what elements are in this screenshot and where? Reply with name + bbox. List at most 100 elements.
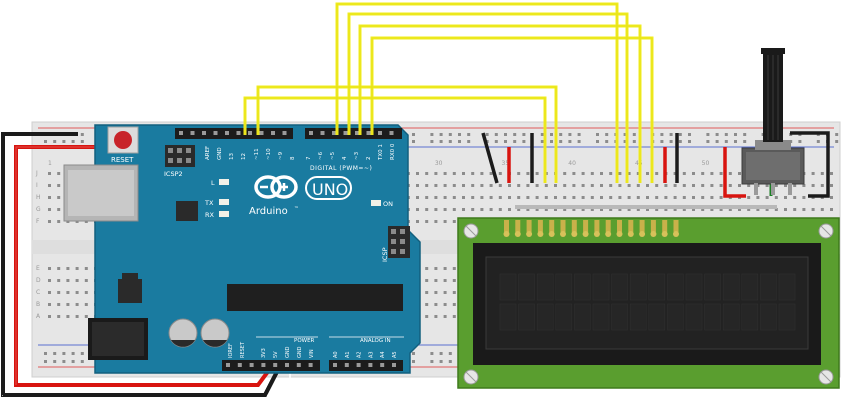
breadboard-hole	[71, 352, 75, 355]
row-letter: J	[35, 170, 38, 177]
breadboard-hole	[835, 133, 839, 136]
breadboard-hole	[57, 315, 61, 318]
breadboard-hole	[544, 208, 548, 211]
breadboard-hole	[452, 315, 456, 318]
header-pin	[366, 131, 371, 135]
breadboard-hole	[678, 140, 682, 143]
lcd-pin	[605, 220, 611, 232]
header-pin	[259, 131, 264, 135]
row-letter: B	[36, 301, 40, 308]
breadboard-hole	[719, 196, 723, 199]
breadboard-hole	[452, 172, 456, 175]
breadboard-hole	[581, 172, 585, 175]
breadboard-hole	[682, 196, 686, 199]
breadboard-hole	[62, 352, 66, 355]
breadboard-hole	[554, 208, 557, 211]
led-l	[219, 179, 229, 185]
digital-pin-label: ~10	[266, 148, 272, 160]
bottom-header-pins	[226, 363, 396, 367]
breadboard-hole	[526, 208, 530, 211]
lcd-pin	[504, 220, 509, 232]
lcd-character-cell	[518, 303, 535, 331]
breadboard-hole	[44, 352, 47, 355]
breadboard-hole	[498, 196, 502, 199]
breadboard-hole	[71, 140, 75, 143]
breadboard-hole	[430, 352, 434, 355]
breadboard-hole	[57, 303, 61, 306]
breadboard-hole	[84, 315, 88, 318]
l-label: L	[211, 179, 215, 187]
breadboard-hole	[430, 133, 434, 136]
breadboard-hole	[623, 140, 627, 143]
breadboard-hole	[664, 196, 668, 199]
breadboard-hole	[627, 208, 631, 211]
digital-pin-label: TX0 1	[378, 144, 384, 161]
breadboard-hole	[452, 196, 456, 199]
breadboard-hole	[655, 172, 659, 175]
breadboard-hole	[793, 196, 797, 199]
led-tx	[219, 199, 229, 205]
breadboard-hole	[80, 360, 84, 363]
breadboard-hole	[48, 220, 51, 223]
header-pin	[332, 131, 336, 135]
breadboard-hole	[80, 352, 84, 355]
lcd-character-cell	[722, 273, 740, 301]
breadboard-hole	[669, 140, 673, 143]
breadboard-hole	[425, 279, 429, 282]
breadboard-hole	[498, 208, 502, 211]
breadboard-hole	[425, 220, 429, 223]
breadboard-hole	[452, 220, 456, 223]
header-pin	[225, 131, 229, 135]
led-on	[371, 200, 381, 206]
breadboard-hole	[48, 196, 51, 199]
breadboard-hole	[448, 352, 452, 355]
header-pin	[213, 131, 218, 135]
breadboard-hole	[724, 133, 728, 136]
breadboard-hole	[701, 196, 705, 199]
row-letter: C	[36, 289, 40, 296]
breadboard-hole	[632, 140, 636, 143]
breadboard-hole	[540, 140, 544, 143]
lcd-pin	[617, 220, 622, 232]
breadboard-hole	[462, 184, 465, 187]
icsp-header	[388, 226, 410, 258]
breadboard-hole	[646, 172, 649, 175]
lcd-pin	[628, 220, 634, 232]
breadboard-hole	[75, 315, 79, 318]
lcd-pin-pad	[650, 231, 657, 237]
uno-badge	[305, 176, 352, 200]
breadboard-hole	[425, 315, 429, 318]
lcd-pin	[583, 220, 589, 232]
lcd-character-cell	[629, 273, 647, 301]
header-strip	[515, 205, 777, 209]
breadboard-hole	[513, 140, 517, 143]
breadboard-hole	[48, 184, 51, 187]
brand-label: Arduino	[249, 206, 288, 217]
breadboard-hole	[443, 196, 447, 199]
breadboard-hole	[471, 172, 475, 175]
breadboard-hole	[434, 303, 438, 306]
header-pin	[296, 363, 301, 367]
reset-button-cap[interactable]	[114, 131, 132, 149]
breadboard-hole	[48, 208, 51, 211]
digital-pin-label: ~6	[318, 151, 324, 160]
breadboard-hole	[738, 172, 741, 175]
breadboard-hole	[563, 172, 567, 175]
breadboard-hole	[448, 140, 452, 143]
lcd-character-cell	[685, 273, 703, 301]
breadboard-hole	[434, 267, 438, 270]
breadboard-hole	[701, 184, 705, 187]
breadboard-hole	[646, 208, 649, 211]
breadboard-column-number: 35	[502, 160, 510, 167]
breadboard-hole	[540, 133, 544, 136]
breadboard-hole	[600, 208, 603, 211]
breadboard-hole	[48, 291, 51, 294]
ioref-label: IOREF	[228, 343, 234, 358]
breadboard-hole	[820, 208, 824, 211]
aref-label: AREF	[205, 146, 211, 160]
digital-pin-label: 8	[290, 156, 296, 160]
row-letter: I	[36, 182, 38, 189]
breadboard-hole	[75, 267, 79, 270]
digital-pin-label: 13	[229, 153, 235, 160]
breadboard-hole	[62, 140, 66, 143]
